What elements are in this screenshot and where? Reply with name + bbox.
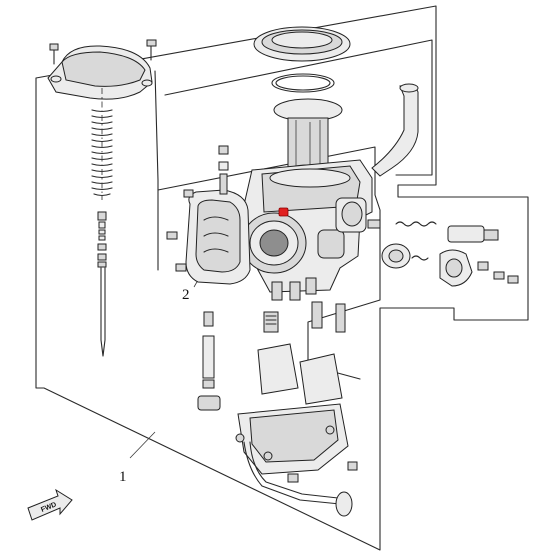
linkage-screw-3 xyxy=(175,263,187,272)
throttle-stop-screw xyxy=(218,145,229,195)
float-bowl xyxy=(235,403,349,475)
drain-screw xyxy=(287,461,358,483)
subassembly-boundary xyxy=(157,39,433,380)
float-bowl-screw xyxy=(197,395,221,411)
float xyxy=(257,343,343,405)
assembly-boundary xyxy=(35,5,529,551)
callout-2-label: 2 xyxy=(182,287,190,303)
diaphragm-cover xyxy=(253,26,351,62)
jet-needle xyxy=(97,211,107,357)
top-cover-part xyxy=(47,45,153,100)
idle-screw-assembly xyxy=(367,219,499,243)
carburetor-body xyxy=(241,159,373,301)
cover-screw-right xyxy=(146,39,157,61)
pump-cover xyxy=(381,243,519,287)
forward-arrow xyxy=(27,488,73,521)
linkage-screw-2 xyxy=(166,231,178,240)
cover-screw-left xyxy=(49,43,59,65)
float-valve xyxy=(263,311,279,333)
drain-hose xyxy=(243,441,353,517)
callout-1-leader xyxy=(129,431,156,459)
main-jet xyxy=(202,311,215,389)
o-ring xyxy=(271,73,335,93)
pilot-jet xyxy=(311,301,346,333)
throttle-linkage xyxy=(185,189,251,285)
callout-1-label: 1 xyxy=(119,469,127,485)
vent-hose xyxy=(371,83,419,177)
highlight-marker xyxy=(278,207,289,217)
linkage-screw-1 xyxy=(183,189,194,198)
